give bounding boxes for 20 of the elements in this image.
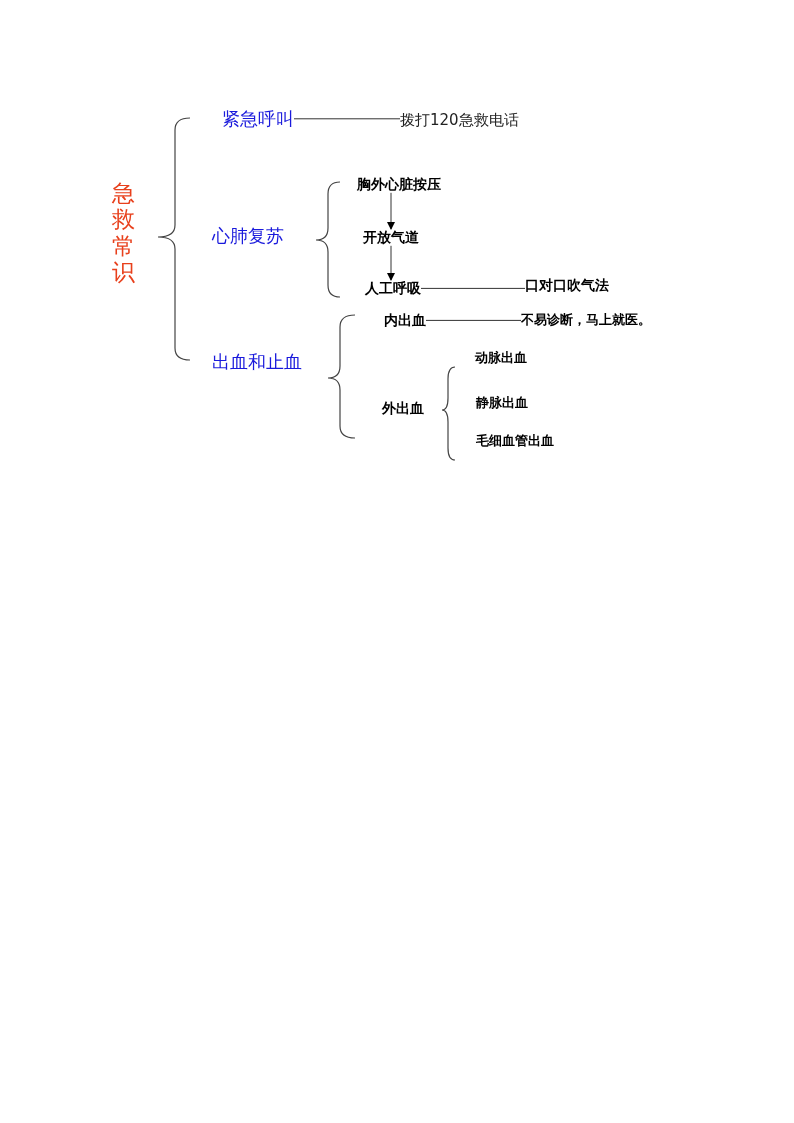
node-text: 静脉出血 xyxy=(476,395,528,411)
node-text: 外出血 xyxy=(382,400,424,417)
node-text: 人工呼吸 xyxy=(365,280,421,297)
node-text: 不易诊断，马上就医。 xyxy=(521,312,651,328)
node-text: 毛细血管出血 xyxy=(476,433,554,449)
connector-line xyxy=(425,319,522,321)
connector-line xyxy=(420,287,526,289)
arrow xyxy=(387,192,395,230)
arrow xyxy=(387,245,395,281)
node-text: 出血和止血 xyxy=(212,351,302,373)
node-text: 拨打120急救电话 xyxy=(400,111,519,129)
node-text: 胸外心脏按压 xyxy=(357,176,441,193)
node-text: 内出血 xyxy=(384,312,426,329)
node-text: 开放气道 xyxy=(363,229,419,246)
connector-line xyxy=(293,118,401,120)
node-text: 口对口吹气法 xyxy=(525,277,609,294)
node-text: 心肺复苏 xyxy=(212,225,284,247)
node-text: 紧急呼叫 xyxy=(222,108,294,130)
node-text: 急救常识 xyxy=(112,180,135,286)
node-text: 动脉出血 xyxy=(475,350,527,366)
